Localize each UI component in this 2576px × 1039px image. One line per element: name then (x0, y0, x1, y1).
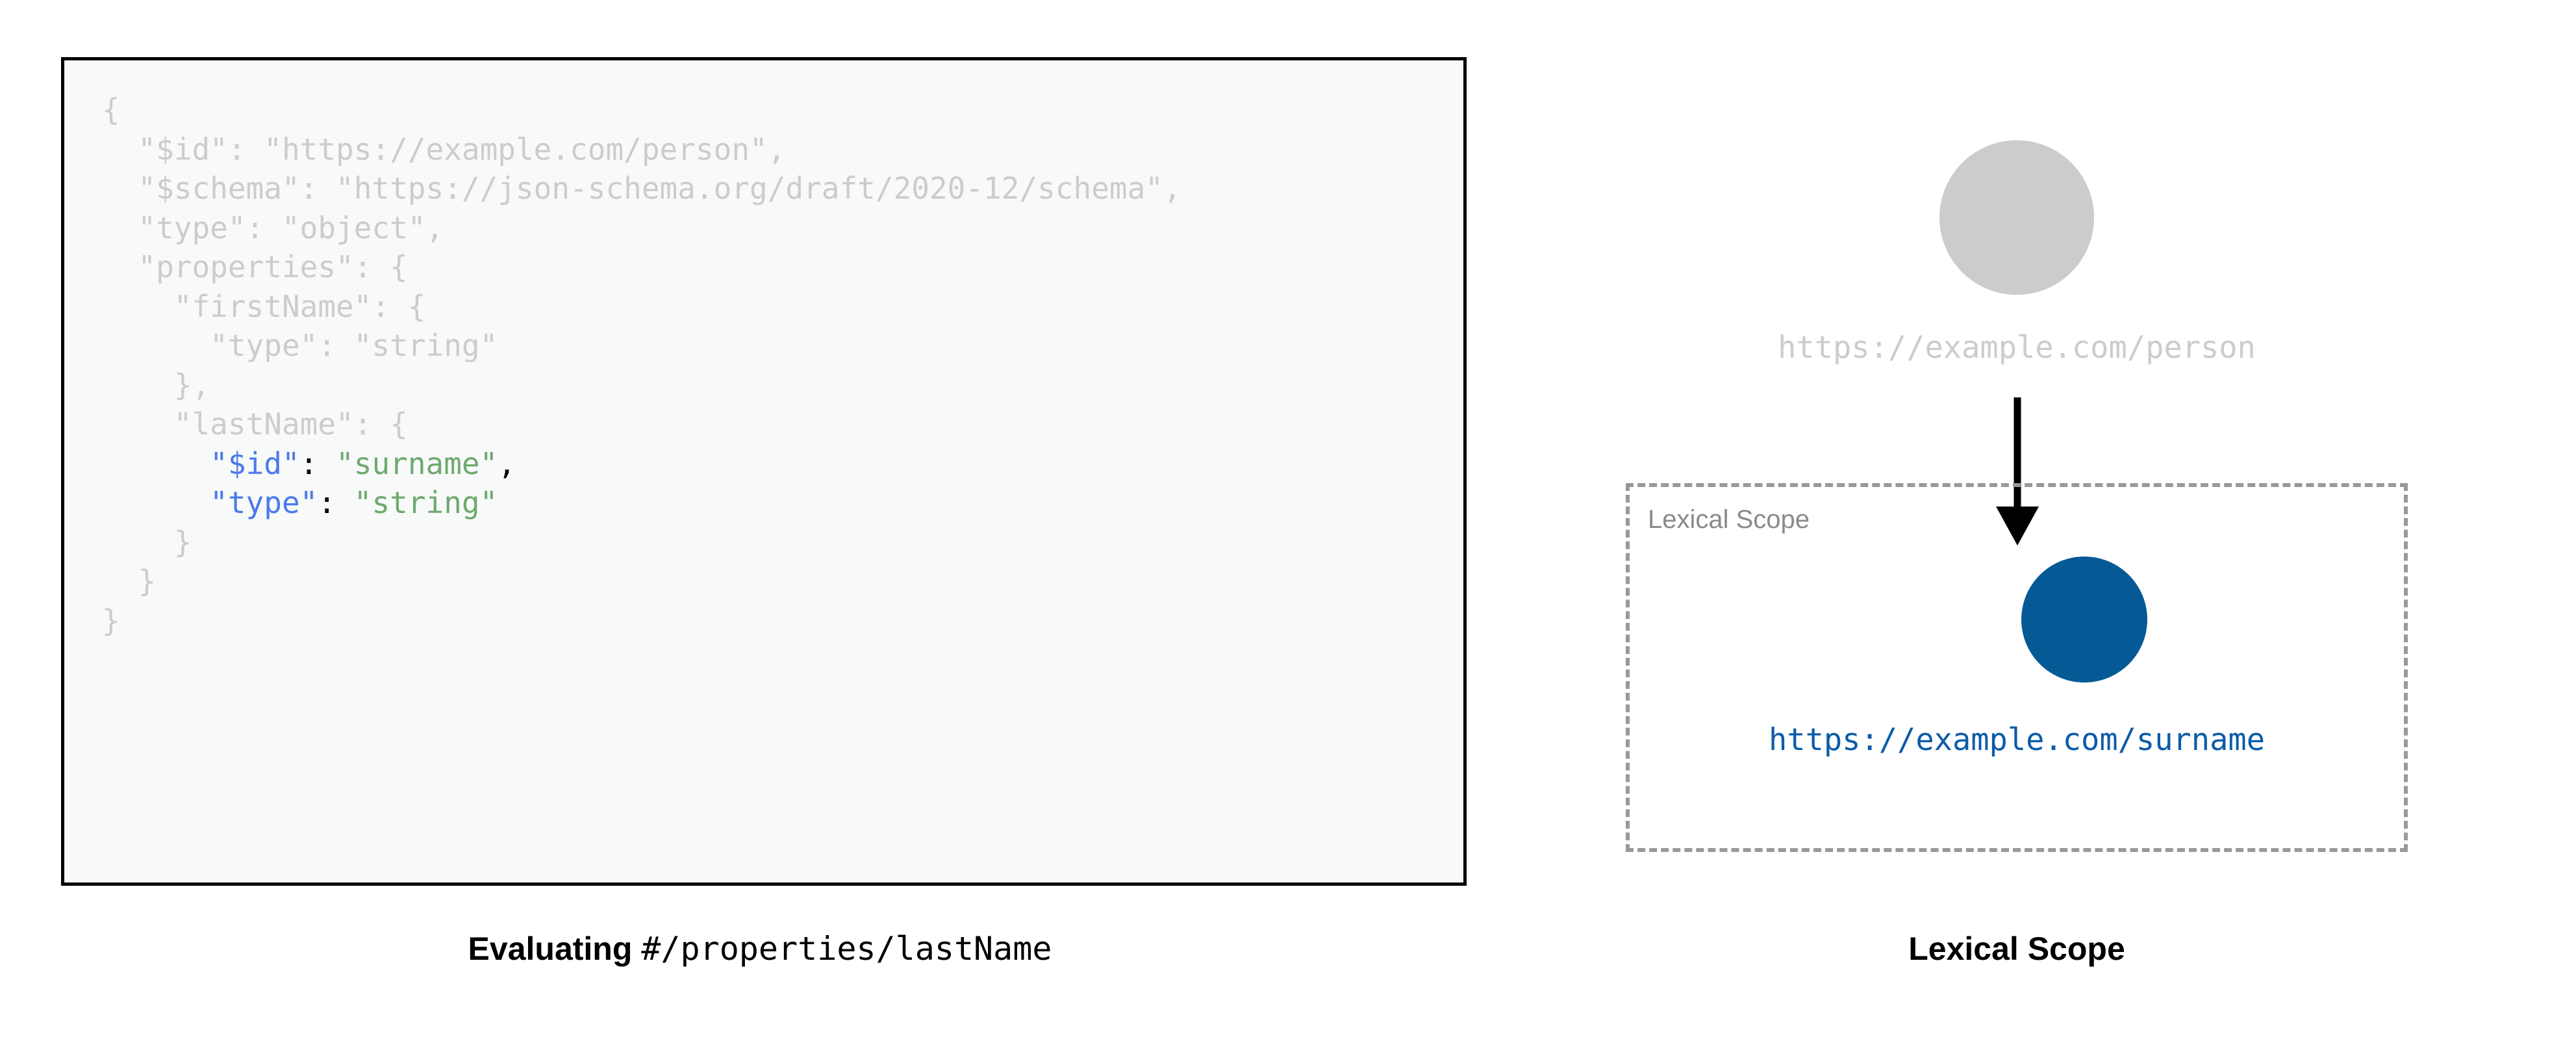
code-token: } (173, 367, 192, 403)
root-schema-node-circle (1939, 140, 2094, 295)
caption-evaluating-label: Evaluating (468, 931, 633, 967)
code-token: : (372, 288, 408, 324)
code-token: { (102, 92, 120, 127)
code-indent (102, 485, 210, 520)
code-token: { (390, 407, 408, 442)
code-token: : (227, 131, 264, 167)
code-token: "https://json-schema.org/draft/2020-12/s… (336, 171, 1163, 206)
schema-source-panel: { "$id": "https://example.com/person", "… (0, 57, 1520, 968)
code-token (318, 446, 336, 481)
code-token (336, 485, 354, 520)
code-line: "$schema": "https://json-schema.org/draf… (102, 169, 1181, 208)
scope-schema-node-label: https://example.com/surname (1768, 722, 2265, 758)
code-token: "string" (353, 328, 498, 363)
code-token: : (318, 485, 336, 520)
left-panel-caption: Evaluating #/properties/lastName (0, 930, 1520, 968)
code-indent (102, 328, 210, 363)
right-panel-caption: Lexical Scope (1908, 931, 2125, 967)
lexical-scope-box-label: Lexical Scope (1648, 505, 1810, 534)
code-token: : (299, 445, 318, 481)
code-token: , (767, 131, 786, 167)
code-token: } (138, 564, 157, 599)
code-line: } (102, 601, 1181, 641)
code-token: , (192, 367, 210, 403)
code-line: }, (102, 366, 1181, 405)
code-token: "properties" (138, 249, 354, 284)
code-token: { (407, 288, 426, 324)
code-line: { (102, 90, 1181, 130)
code-token: } (173, 524, 192, 560)
code-token: : (353, 407, 390, 442)
code-token: { (390, 249, 408, 284)
code-line: "$id": "https://example.com/person", (102, 130, 1181, 169)
code-token: "$schema" (138, 171, 300, 206)
code-indent (102, 289, 174, 324)
caption-json-pointer: #/properties/lastName (641, 930, 1052, 968)
code-token: , (1163, 171, 1181, 206)
code-token: : (353, 249, 390, 284)
code-indent (102, 210, 138, 245)
code-token: "firstName" (173, 288, 372, 324)
code-token: "type" (210, 328, 318, 363)
code-listing: { "$id": "https://example.com/person", "… (102, 90, 1181, 640)
code-token: "type" (210, 485, 318, 520)
code-token: "$id" (138, 131, 228, 167)
code-indent (102, 525, 174, 560)
code-token: "object" (281, 210, 426, 245)
lexical-scope-diagram-panel: https://example.com/person Lexical Scope… (1520, 0, 2576, 1039)
code-token: , (425, 210, 444, 245)
code-indent (102, 564, 138, 599)
code-line: "properties": { (102, 247, 1181, 287)
code-token: , (498, 445, 516, 481)
code-line: "type": "object", (102, 208, 1181, 248)
scope-arrow-icon (1996, 397, 2039, 545)
scope-schema-node-circle (2021, 557, 2147, 682)
json-schema-code-block: { "$id": "https://example.com/person", "… (61, 57, 1467, 886)
code-token: "surname" (336, 445, 498, 481)
code-indent (102, 368, 174, 403)
code-line: } (102, 523, 1181, 562)
lexical-scope-box: Lexical Scope https://example.com/surnam… (1626, 483, 2408, 852)
code-line: "firstName": { (102, 287, 1181, 327)
code-indent (102, 249, 138, 284)
code-token: "type" (138, 210, 246, 245)
code-token: } (102, 603, 120, 638)
code-token: "https://example.com/person" (264, 131, 768, 167)
code-line: "type": "string" (102, 483, 1181, 523)
code-token: "string" (353, 485, 498, 520)
code-indent (102, 132, 138, 167)
code-token: "lastName" (173, 407, 354, 442)
code-token: : (299, 171, 336, 206)
code-line: "$id": "surname", (102, 444, 1181, 484)
code-line: "lastName": { (102, 405, 1181, 444)
root-schema-node-label: https://example.com/person (1778, 330, 2256, 366)
code-indent (102, 446, 210, 481)
code-line: } (102, 562, 1181, 601)
code-token: : (318, 328, 354, 363)
code-indent (102, 171, 138, 206)
code-token: : (246, 210, 282, 245)
code-token: "$id" (210, 445, 300, 481)
code-line: "type": "string" (102, 326, 1181, 366)
code-indent (102, 407, 174, 442)
